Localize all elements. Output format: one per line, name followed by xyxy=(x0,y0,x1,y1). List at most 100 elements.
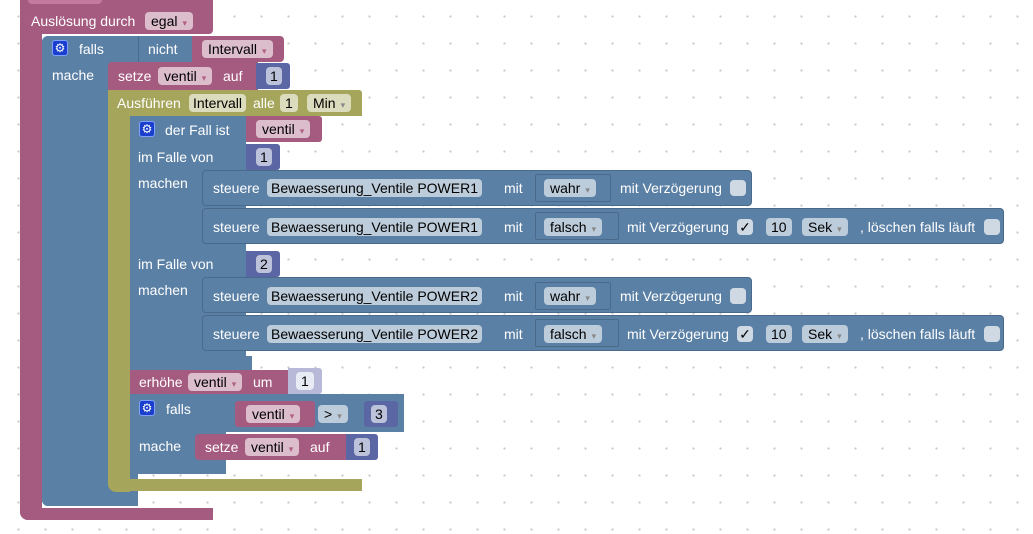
state-dropdown[interactable]: falsch▾ xyxy=(544,218,603,236)
delay-label: mit Verzögerung xyxy=(627,326,729,342)
control-label: steuere xyxy=(213,288,260,304)
control-device-field[interactable]: Bewaesserung_Ventile POWER2 xyxy=(267,287,482,305)
state-dropdown[interactable]: wahr ▾ xyxy=(544,179,596,197)
compare-variable-value: ventil xyxy=(252,406,285,422)
control-device-field[interactable]: Bewaesserung_Ventile POWER2 xyxy=(267,325,482,343)
dropdown-arrow-icon: ▾ xyxy=(288,444,294,454)
delay-checkbox[interactable] xyxy=(730,288,746,304)
if2-mache-label: mache xyxy=(139,438,182,454)
interval-unit-dropdown[interactable]: Min ▾ xyxy=(307,94,352,112)
control-label: steuere xyxy=(213,180,260,196)
control-block[interactable] xyxy=(202,208,1004,244)
clear-label: , löschen falls läuft xyxy=(860,219,976,235)
interval-block-bottom xyxy=(108,479,362,491)
set-variable-dropdown[interactable]: ventil ▾ xyxy=(158,67,213,85)
dropdown-arrow-icon: ▾ xyxy=(837,331,842,341)
state-slot xyxy=(535,282,611,310)
compare-operator-dropdown[interactable]: >▾ xyxy=(318,405,348,423)
state-slot xyxy=(535,319,619,347)
increment-variable-dropdown[interactable]: ventil▾ xyxy=(188,373,243,391)
clear-checkbox[interactable] xyxy=(984,219,1000,235)
case-label: im Falle von xyxy=(138,149,214,165)
dropdown-arrow-icon: ▾ xyxy=(262,46,267,56)
state-value: falsch xyxy=(550,219,587,235)
compare-variable-dropdown[interactable]: ventil ▾ xyxy=(246,405,301,423)
state-dropdown[interactable]: falsch▾ xyxy=(544,325,603,343)
delay-checkbox[interactable] xyxy=(730,180,746,196)
switch-gear-icon[interactable]: ⚙ xyxy=(139,121,155,137)
state-slot xyxy=(535,174,611,202)
interval-alle-label: alle xyxy=(253,95,275,111)
clear-checkbox[interactable] xyxy=(984,326,1000,342)
increment-number-value[interactable]: 1 xyxy=(296,372,314,390)
switch-variable-value: ventil xyxy=(262,121,295,137)
control-mit-label: mit xyxy=(504,326,523,342)
delay-checkbox[interactable]: ✓ xyxy=(737,326,753,342)
dropdown-arrow-icon: ▾ xyxy=(289,411,295,421)
case-do-label: machen xyxy=(138,175,188,191)
control-label: steuere xyxy=(213,219,260,235)
case-value[interactable]: 2 xyxy=(256,255,272,273)
trigger-block-spine xyxy=(20,0,42,520)
if2-falls-label: falls xyxy=(166,401,191,417)
if2-gear-icon[interactable]: ⚙ xyxy=(139,400,155,416)
if-gear-icon[interactable]: ⚙ xyxy=(52,40,68,56)
delay-value-field[interactable]: 10 xyxy=(766,218,792,236)
delay-unit-dropdown[interactable]: Sek ▾ xyxy=(802,218,848,236)
dropdown-arrow-icon: ▾ xyxy=(837,224,842,234)
dropdown-arrow-icon: ▾ xyxy=(585,185,590,195)
set2-number-value[interactable]: 1 xyxy=(354,438,370,456)
not-label: nicht xyxy=(148,41,178,57)
dropdown-arrow-icon: ▾ xyxy=(337,411,342,421)
set2-variable-dropdown[interactable]: ventil ▾ xyxy=(245,438,300,456)
trigger-mode-value: egal xyxy=(151,13,178,29)
set-auf-label: auf xyxy=(223,68,243,84)
state-value: wahr xyxy=(550,180,581,196)
state-value: wahr xyxy=(550,288,581,304)
control-mit-label: mit xyxy=(504,180,523,196)
control-device-field[interactable]: Bewaesserung_Ventile POWER1 xyxy=(267,179,482,197)
dropdown-arrow-icon: ▾ xyxy=(340,100,346,110)
delay-label: mit Verzögerung xyxy=(620,180,722,196)
set2-variable-value: ventil xyxy=(251,439,284,455)
interval-unit-value: Min xyxy=(313,95,336,111)
interval-variable-dropdown[interactable]: Intervall▾ xyxy=(202,40,273,58)
switch-label: der Fall ist xyxy=(165,122,230,138)
delay-unit-value: Sek xyxy=(808,219,833,235)
case-do-label: machen xyxy=(138,282,188,298)
increment-label: erhöhe xyxy=(139,374,183,390)
clear-label: , löschen falls läuft xyxy=(860,326,976,342)
increment-um-label: um xyxy=(253,374,273,390)
control-label: steuere xyxy=(213,326,260,342)
delay-label: mit Verzögerung xyxy=(620,288,722,304)
state-dropdown[interactable]: wahr ▾ xyxy=(544,287,596,305)
interval-amount-field[interactable]: 1 xyxy=(280,94,298,112)
case-value[interactable]: 1 xyxy=(256,148,272,166)
delay-unit-dropdown[interactable]: Sek ▾ xyxy=(802,325,848,343)
dropdown-arrow-icon: ▾ xyxy=(201,73,207,83)
interval-name-field[interactable]: Intervall xyxy=(189,94,247,112)
state-value: falsch xyxy=(550,326,587,342)
trigger-label: Auslösung durch xyxy=(31,13,136,29)
trigger-hat xyxy=(28,0,102,4)
set-variable-value: ventil xyxy=(164,68,197,84)
trigger-mode-dropdown[interactable]: egal ▾ xyxy=(145,12,193,30)
delay-value-field[interactable]: 10 xyxy=(766,325,792,343)
set2-auf-label: auf xyxy=(310,439,330,455)
control-mit-label: mit xyxy=(504,288,523,304)
control-device-field[interactable]: Bewaesserung_Ventile POWER1 xyxy=(267,218,482,236)
delay-checkbox[interactable]: ✓ xyxy=(737,219,753,235)
switch-variable-dropdown[interactable]: ventil ▾ xyxy=(256,120,311,138)
dropdown-arrow-icon: ▾ xyxy=(182,18,187,28)
set-label: setze xyxy=(118,68,152,84)
set-number-value[interactable]: 1 xyxy=(266,67,282,85)
dropdown-arrow-icon: ▾ xyxy=(585,293,590,303)
trigger-block-bottom xyxy=(20,508,213,520)
compare-number-value[interactable]: 3 xyxy=(371,405,387,423)
not-block[interactable] xyxy=(138,36,194,62)
set2-label: setze xyxy=(205,439,239,455)
interval-label: Ausführen xyxy=(117,95,181,111)
delay-unit-value: Sek xyxy=(808,326,833,342)
case-label: im Falle von xyxy=(138,256,214,272)
dropdown-arrow-icon: ▾ xyxy=(299,126,305,136)
